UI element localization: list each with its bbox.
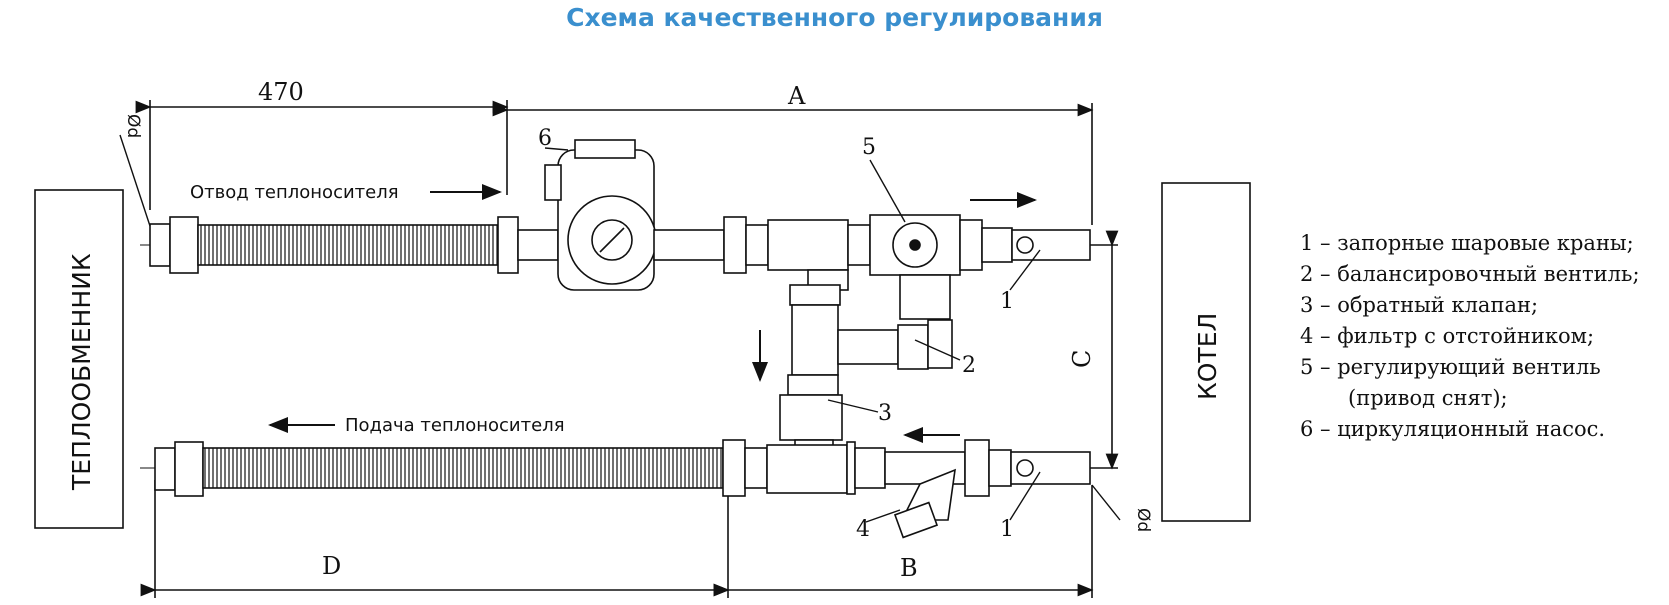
circulation-pump <box>544 139 657 291</box>
top-corrugated-hose <box>197 224 499 266</box>
legend-item-5: 5 – регулирующий вентиль <box>1300 355 1601 379</box>
strainer-filter <box>893 468 956 539</box>
right-block-label: КОТЕЛ <box>1193 313 1222 400</box>
regulating-valve <box>869 214 961 276</box>
boiler-block <box>1161 182 1251 522</box>
dimension-a: A <box>787 82 806 110</box>
heat-exchanger-block <box>34 189 124 529</box>
flow-supply-label: Подача теплоносителя <box>345 415 565 436</box>
dimension-c: C <box>1068 350 1096 368</box>
diameter-top: Ød <box>123 114 143 138</box>
callout-1-top: 1 <box>1000 289 1014 314</box>
callout-3: 3 <box>878 401 892 426</box>
callout-5: 5 <box>862 135 876 160</box>
dimension-b: B <box>900 554 918 582</box>
flow-return-label: Отвод теплоносителя <box>190 182 399 203</box>
bottom-corrugated-hose <box>202 447 724 489</box>
left-block-label: ТЕПЛООБМЕННИК <box>67 253 96 491</box>
legend-item-4: 4 – фильтр с отстойником; <box>1300 324 1595 348</box>
callout-2: 2 <box>962 353 976 378</box>
balancing-valve <box>837 319 953 370</box>
diagram-title: Схема качественного регулирования <box>566 3 1103 32</box>
legend: 1 – запорные шаровые краны; 2 – балансир… <box>1300 228 1640 445</box>
diameter-bottom: Ød <box>1133 508 1153 532</box>
callout-6: 6 <box>538 126 552 151</box>
callout-1-bottom: 1 <box>1000 517 1014 542</box>
callout-4: 4 <box>856 517 870 542</box>
legend-item-5-cont: (привод снят); <box>1348 386 1508 410</box>
dimension-d: D <box>322 552 341 580</box>
dimension-470: 470 <box>258 78 304 106</box>
legend-item-2: 2 – балансировочный вентиль; <box>1300 262 1640 286</box>
legend-item-3: 3 – обратный клапан; <box>1300 293 1539 317</box>
ball-valve-top <box>1011 229 1091 261</box>
legend-item-1: 1 – запорные шаровые краны; <box>1300 231 1634 255</box>
legend-item-6: 6 – циркуляционный насос. <box>1300 417 1606 441</box>
ball-valve-bottom <box>1010 451 1091 485</box>
